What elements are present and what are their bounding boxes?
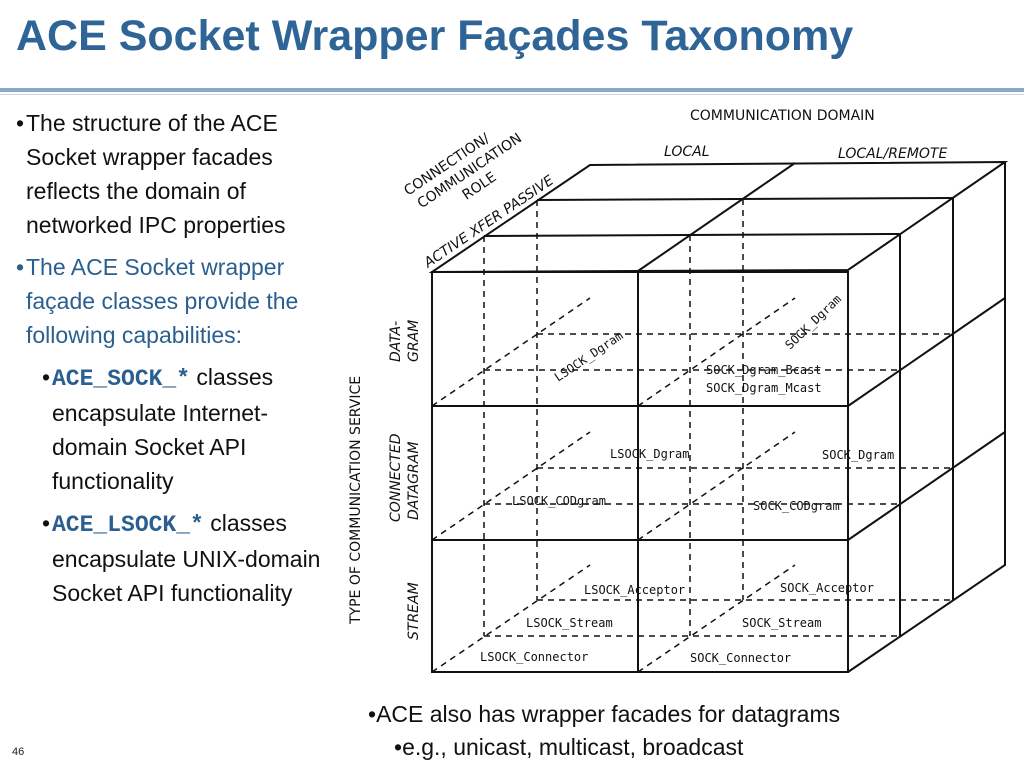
- bullet-structure: • The structure of the ACE Socket wrappe…: [16, 106, 336, 242]
- class-sock-dgram-bcast: SOCK_Dgram_Bcast: [706, 363, 822, 377]
- bullet-dot: •: [16, 254, 25, 280]
- bullet-dot: •: [42, 364, 51, 390]
- class-sock-dgram-diagonal: SOCK_Dgram: [782, 292, 844, 352]
- sock-class-code: ACE_SOCK_*: [52, 366, 191, 392]
- cube-top-face: [428, 160, 1009, 274]
- top-divider-role-2: [536, 197, 954, 201]
- class-sock-connector: SOCK_Connector: [690, 651, 791, 665]
- label-connected-1: CONNECTED: [388, 433, 404, 522]
- bullet-datagram-facades-text: ACE also has wrapper facades for datagra…: [376, 701, 841, 727]
- top-divider-domain: [637, 162, 796, 272]
- class-sock-stream: SOCK_Stream: [742, 616, 821, 630]
- top-divider-role-1: [483, 233, 901, 237]
- cube-right-edge: [847, 162, 1006, 673]
- bullet-dot: •: [368, 701, 377, 727]
- class-sock-dgram: SOCK_Dgram: [822, 448, 894, 462]
- class-lsock-codgram: LSOCK_CODgram: [512, 494, 606, 508]
- class-sock-dgram-mcast: SOCK_Dgram_Mcast: [706, 381, 822, 395]
- cube-outer-edges: [428, 160, 1009, 673]
- label-stream: STREAM: [406, 582, 422, 640]
- cube-front-face: [431, 271, 849, 673]
- lsock-class-code: ACE_LSOCK_*: [52, 512, 204, 538]
- class-lsock-acceptor: LSOCK_Acceptor: [584, 583, 685, 597]
- bottom-bullet-list: • ACE also has wrapper facades for datag…: [368, 698, 840, 764]
- right-divider-datagram: [847, 297, 1006, 407]
- label-connected-2: DATAGRAM: [406, 442, 422, 520]
- title-divider: [0, 88, 1024, 92]
- sub-bullet-sock: • ACE_SOCK_* classes encapsulate Interne…: [42, 360, 336, 498]
- label-local-remote: LOCAL/REMOTE: [838, 146, 947, 162]
- class-lsock-dgram-diagonal: LSOCK_Dgram: [552, 328, 626, 384]
- label-communication-domain: COMMUNICATION DOMAIN: [690, 108, 875, 124]
- title-divider-thin: [0, 94, 1024, 95]
- class-sock-acceptor: SOCK_Acceptor: [780, 581, 874, 595]
- label-datagram-1: DATA-: [388, 321, 404, 362]
- sub-bullet-lsock-body: ACE_LSOCK_* classes encapsulate UNIX-dom…: [52, 506, 336, 610]
- sub-bullet-sock-body: ACE_SOCK_* classes encapsulate Internet-…: [52, 360, 336, 498]
- class-lsock-stream: LSOCK_Stream: [526, 616, 613, 630]
- sub-bullet-lsock: • ACE_LSOCK_* classes encapsulate UNIX-d…: [42, 506, 336, 610]
- class-lsock-connector: LSOCK_Connector: [480, 650, 588, 664]
- left-bullet-list: • The structure of the ACE Socket wrappe…: [16, 106, 336, 618]
- bullet-capabilities: • The ACE Socket wrapper façade classes …: [16, 250, 336, 352]
- class-lsock-dgram: LSOCK_Dgram: [610, 447, 689, 461]
- bullet-structure-text: The structure of the ACE Socket wrapper …: [26, 110, 286, 238]
- label-datagram-2: GRAM: [406, 320, 422, 362]
- bullet-dot: •: [16, 110, 25, 136]
- sub-bullet-cast-types-text: e.g., unicast, multicast, broadcast: [402, 734, 744, 760]
- bullet-dot: •: [42, 510, 51, 536]
- label-type-axis: TYPE OF COMMUNICATION SERVICE: [348, 376, 364, 625]
- page-number: 46: [12, 746, 25, 758]
- sub-bullet-cast-types: • e.g., unicast, multicast, broadcast: [394, 731, 840, 764]
- bullet-dot: •: [394, 734, 403, 760]
- lsock-class-text: classes encapsulate UNIX-domain Socket A…: [52, 510, 321, 606]
- sock-class-text: classes encapsulate Internet-domain Sock…: [52, 364, 274, 494]
- right-divider-stream: [847, 431, 1006, 541]
- cube-inner-dashed-edges: [431, 199, 953, 673]
- label-local: LOCAL: [664, 144, 710, 160]
- bullet-capabilities-text: The ACE Socket wrapper façade classes pr…: [26, 254, 299, 348]
- class-sock-codgram: SOCK_CODgram: [753, 499, 840, 513]
- taxonomy-cube-diagram: COMMUNICATION DOMAIN LOCAL LOCAL/REMOTE …: [348, 108, 1009, 673]
- bullet-datagram-facades: • ACE also has wrapper facades for datag…: [368, 698, 840, 731]
- slide-title: ACE Socket Wrapper Façades Taxonomy: [16, 12, 854, 60]
